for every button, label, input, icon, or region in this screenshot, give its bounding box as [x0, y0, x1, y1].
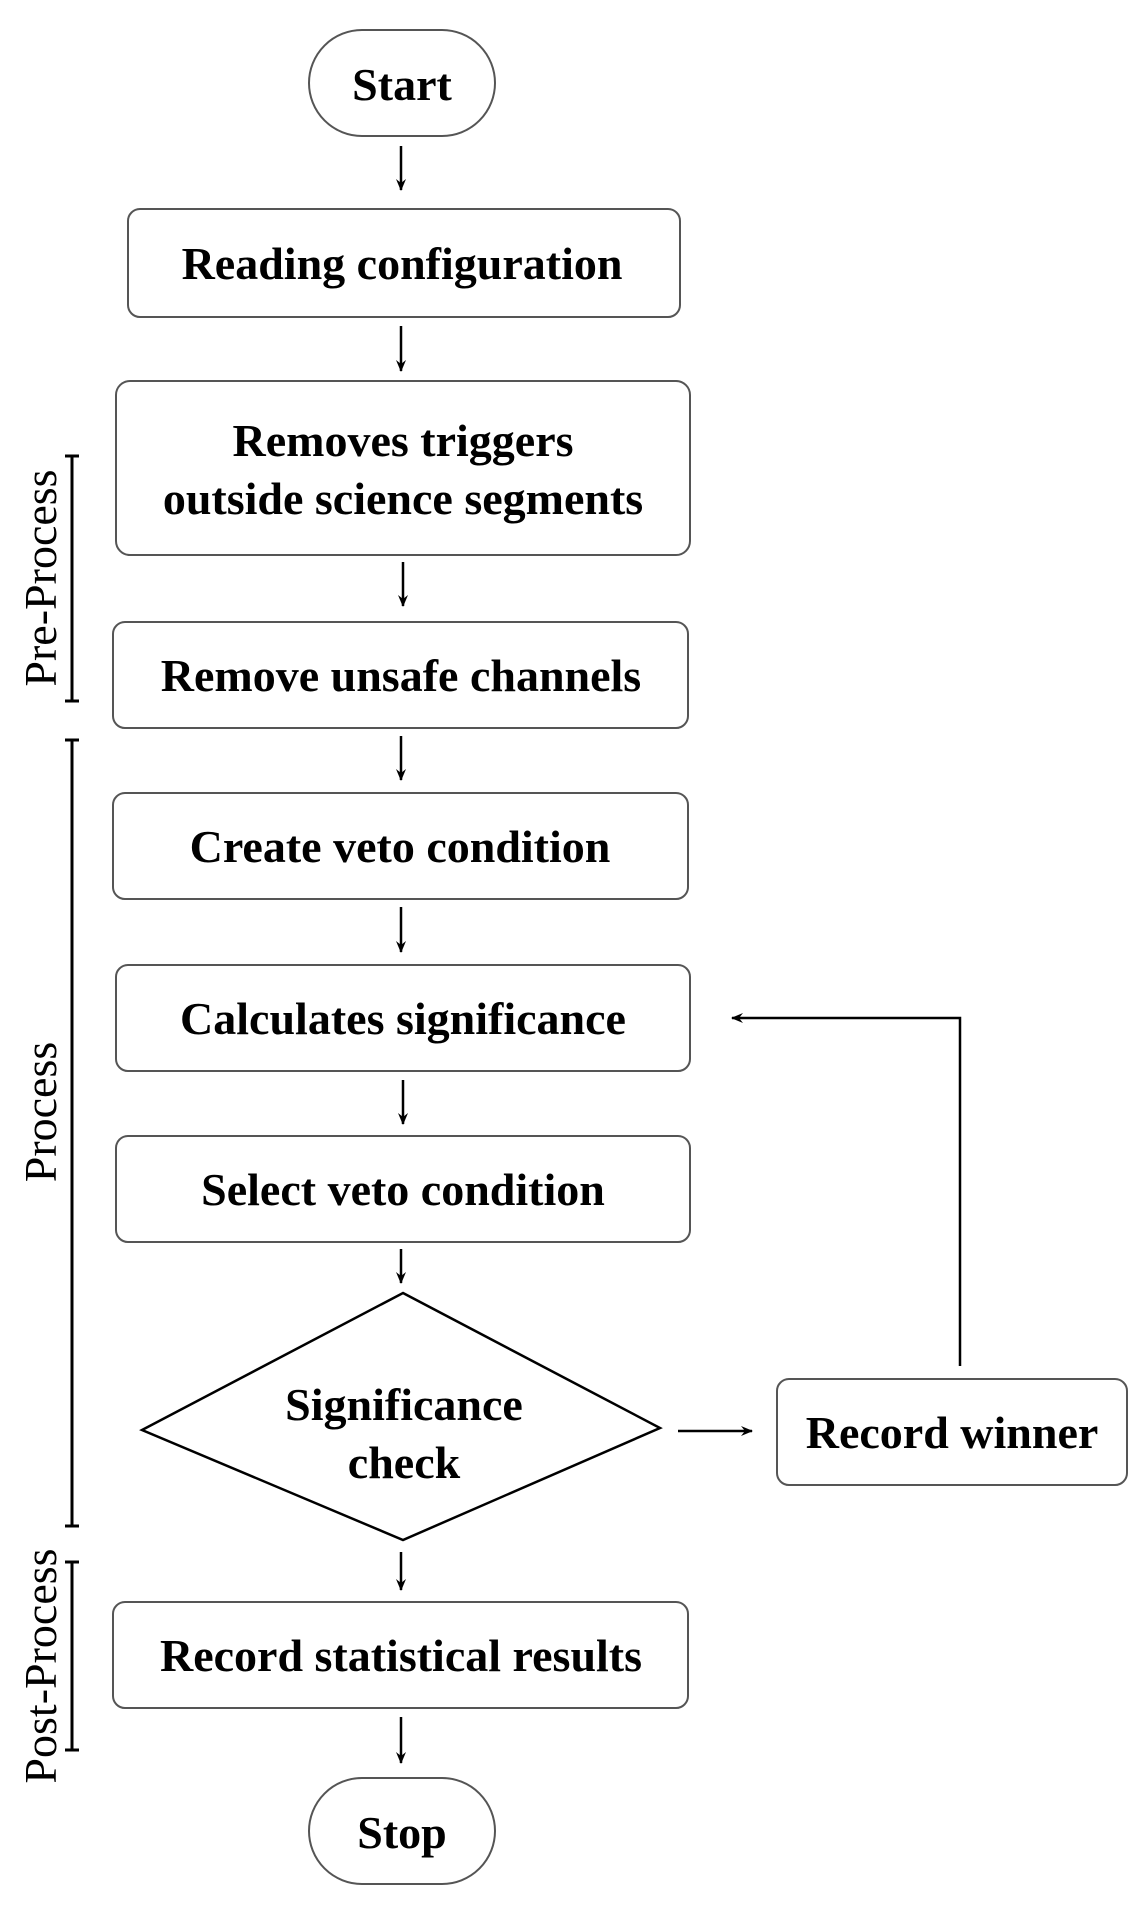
significance-check-label-line2: check: [348, 1437, 461, 1488]
record-winner-node: Record winner: [776, 1378, 1128, 1486]
removes-triggers-node: Removes triggers outside science segment…: [115, 380, 691, 556]
select-veto-condition-label: Select veto condition: [201, 1164, 605, 1215]
select-veto-condition-node: Select veto condition: [115, 1135, 691, 1243]
reading-configuration-label: Reading configuration: [182, 238, 623, 289]
calculates-significance-node: Calculates significance: [115, 964, 691, 1072]
record-statistical-results-node: Record statistical results: [112, 1601, 689, 1709]
calculates-significance-label: Calculates significance: [180, 993, 626, 1044]
significance-check-label-line1: Significance: [285, 1379, 523, 1430]
remove-unsafe-channels-node: Remove unsafe channels: [112, 621, 689, 729]
process-bracket: [65, 738, 79, 1528]
removes-triggers-label-line2: outside science segments: [163, 473, 643, 524]
pre-process-bracket: [65, 454, 79, 703]
removes-triggers-label-line1: Removes triggers: [232, 415, 573, 466]
record-statistical-results-label: Record statistical results: [160, 1630, 642, 1681]
remove-unsafe-channels-label: Remove unsafe channels: [161, 650, 641, 701]
significance-check-node: Significance check: [139, 1291, 663, 1542]
reading-configuration-node: Reading configuration: [127, 208, 681, 318]
stop-node: Stop: [308, 1777, 496, 1885]
start-node: Start: [308, 29, 496, 137]
process-label: Process: [15, 1042, 66, 1183]
stop-label: Stop: [357, 1807, 446, 1858]
start-label: Start: [352, 59, 452, 110]
create-veto-condition-node: Create veto condition: [112, 792, 689, 900]
record-winner-label: Record winner: [806, 1407, 1099, 1458]
post-process-bracket: [65, 1560, 79, 1752]
pre-process-label: Pre-Process: [15, 469, 66, 686]
post-process-label: Post-Process: [15, 1548, 66, 1783]
arrow-winner-loop-to-calc: [731, 1013, 962, 1366]
create-veto-condition-label: Create veto condition: [190, 821, 611, 872]
